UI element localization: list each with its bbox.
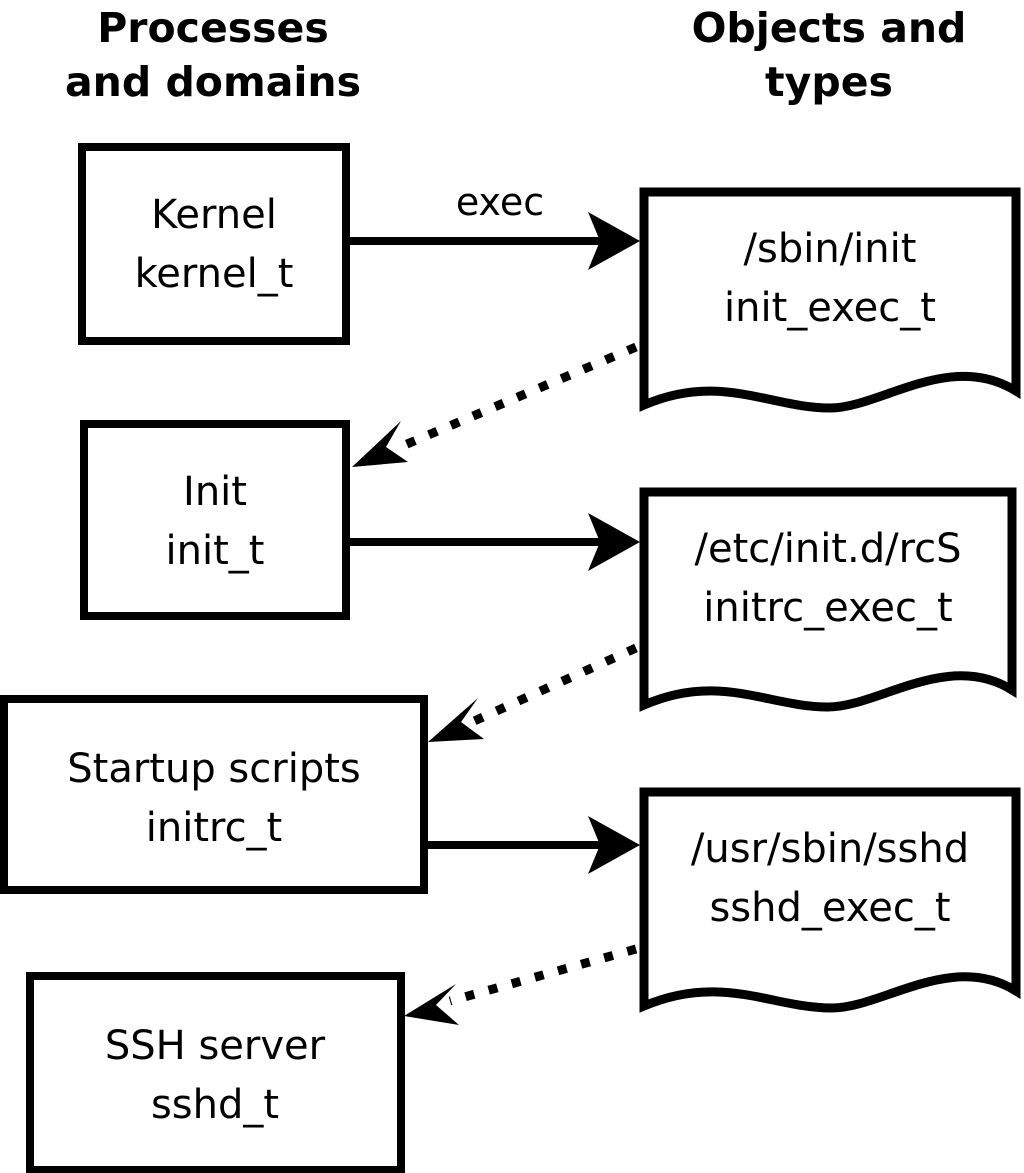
- edge-initrc-exec-transition: [428, 643, 638, 742]
- edge-initrc-exec-sshd: [428, 816, 640, 874]
- object-node-initrc-exec-label-line1: /etc/init.d/rcS: [694, 526, 961, 572]
- process-node-init-label-line1: Init: [183, 469, 247, 515]
- edge-label-exec: exec: [456, 180, 544, 224]
- process-node-kernel-label-line2: kernel_t: [135, 251, 294, 297]
- process-node-initrc[interactable]: Startup scripts initrc_t: [0, 695, 428, 894]
- edge-initrc-exec-transition-line: [470, 643, 638, 727]
- process-node-init-label-line2: init_t: [166, 528, 265, 574]
- object-node-init-exec-label-line1: /sbin/init: [744, 226, 917, 272]
- edge-init-exec-initrc-arrowhead: [588, 513, 640, 571]
- process-node-init-box[interactable]: [80, 420, 350, 620]
- process-node-initrc-label-line2: initrc_t: [146, 805, 283, 851]
- process-node-sshd-box[interactable]: [26, 972, 405, 1173]
- column-header-objects: Objects and types: [692, 4, 967, 106]
- process-node-init[interactable]: Init init_t: [80, 420, 350, 620]
- edge-initrc-exec-sshd-arrowhead: [588, 816, 640, 874]
- edge-initrc-exec-transition-arrowhead: [428, 698, 484, 742]
- process-node-kernel-box[interactable]: [78, 143, 350, 345]
- edge-kernel-exec-init-arrowhead: [588, 212, 640, 270]
- edge-sshd-exec-transition-arrowhead: [404, 984, 459, 1025]
- process-node-sshd[interactable]: SSH server sshd_t: [26, 972, 405, 1173]
- object-node-sshd-exec[interactable]: /usr/sbin/sshd sshd_exec_t: [639, 787, 1021, 1013]
- edge-init-exec-transition-arrowhead: [352, 421, 408, 467]
- object-node-init-exec-label-line2: init_exec_t: [724, 285, 936, 331]
- process-node-kernel-label-line1: Kernel: [151, 192, 277, 238]
- object-node-sshd-exec-label-line1: /usr/sbin/sshd: [691, 826, 969, 872]
- column-header-processes-line1: Processes: [97, 4, 329, 52]
- edge-init-exec-transition-line: [398, 342, 638, 452]
- edge-init-exec-transition: [352, 342, 638, 467]
- column-header-processes-line2: and domains: [65, 58, 361, 106]
- process-node-initrc-label-line1: Startup scripts: [67, 746, 360, 792]
- process-node-sshd-label-line1: SSH server: [105, 1023, 326, 1069]
- column-header-processes: Processes and domains: [65, 4, 361, 106]
- process-node-initrc-box[interactable]: [0, 695, 428, 894]
- object-node-initrc-exec[interactable]: /etc/init.d/rcS initrc_exec_t: [639, 487, 1017, 712]
- object-node-init-exec-document[interactable]: [639, 187, 1021, 413]
- process-node-kernel[interactable]: Kernel kernel_t: [78, 143, 350, 345]
- object-node-init-exec[interactable]: /sbin/init init_exec_t: [639, 187, 1021, 413]
- edge-sshd-exec-transition-line: [448, 944, 638, 1006]
- edge-kernel-exec-init: exec: [350, 180, 640, 270]
- column-header-objects-line1: Objects and: [692, 4, 967, 52]
- edge-init-exec-initrc: [350, 513, 640, 571]
- object-node-sshd-exec-label-line2: sshd_exec_t: [709, 885, 950, 931]
- column-header-objects-line2: types: [765, 58, 893, 106]
- object-node-initrc-exec-document[interactable]: [639, 487, 1017, 712]
- object-node-initrc-exec-label-line2: initrc_exec_t: [703, 585, 952, 631]
- edge-sshd-exec-transition: [404, 944, 638, 1025]
- process-node-sshd-label-line2: sshd_t: [151, 1082, 279, 1128]
- object-node-sshd-exec-document[interactable]: [639, 787, 1021, 1013]
